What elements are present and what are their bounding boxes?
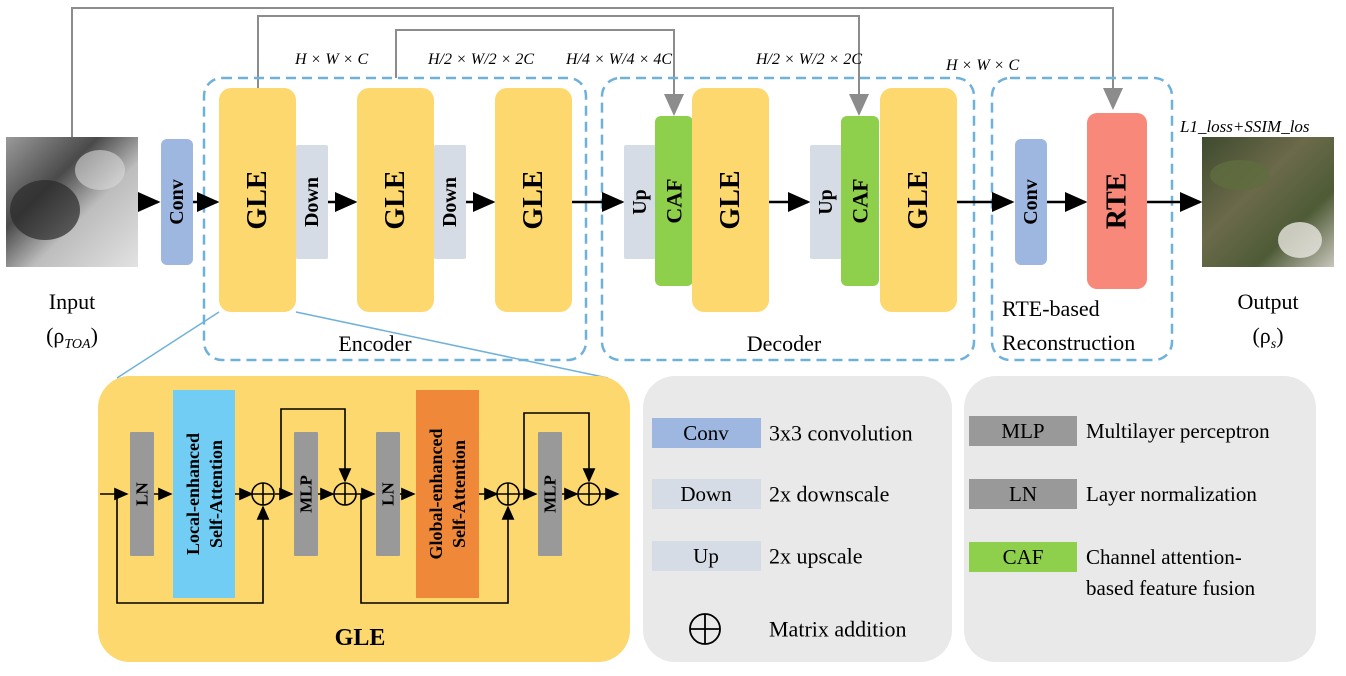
down-block-2-label: Down bbox=[439, 177, 461, 227]
matrix-addition-icon bbox=[689, 613, 721, 645]
local-attention-line2: Self-Attention bbox=[206, 440, 226, 548]
legend1-key-1: Down bbox=[680, 482, 732, 506]
output-symbol: (ρs) bbox=[1252, 323, 1283, 352]
legend1-desc-1: 2x downscale bbox=[769, 482, 889, 507]
legend2-item-0: MLP Multilayer perceptron bbox=[969, 416, 1270, 446]
conv-block-1-label: Conv bbox=[166, 179, 188, 225]
legend2-desc2-2: based feature fusion bbox=[1086, 576, 1256, 600]
gle-detail-title: GLE bbox=[335, 625, 386, 651]
legend2-desc-0: Multilayer perceptron bbox=[1086, 419, 1270, 443]
legend1-item-1: Down 2x downscale bbox=[652, 479, 889, 509]
up-block-1-label: Up bbox=[629, 189, 651, 215]
decoder-group bbox=[600, 76, 976, 362]
rte-group-label-1: RTE-based bbox=[1002, 296, 1100, 321]
output-label: Output bbox=[1237, 289, 1298, 314]
dimension-labels: H × W × C H/2 × W/2 × 2C H/4 × W/4 × 4C … bbox=[294, 51, 1019, 74]
legend1-key-2: Up bbox=[693, 544, 719, 568]
caf-block-1-label: CAF bbox=[662, 178, 687, 223]
down-block-1-label: Down bbox=[301, 177, 323, 227]
down-block-2: Down bbox=[434, 145, 466, 259]
skip-connections bbox=[71, 7, 1123, 137]
legend2-item-2: CAF Channel attention-based feature fusio… bbox=[969, 542, 1256, 600]
up-block-1: Up bbox=[624, 145, 656, 259]
zoom-line-left bbox=[116, 311, 220, 379]
gle-block-enc-2: GLE bbox=[357, 88, 434, 312]
conv-block-2-label: Conv bbox=[1020, 179, 1042, 225]
legend1-item-0: Conv 3x3 convolution bbox=[652, 418, 913, 448]
ln-block-1-label: LN bbox=[133, 481, 152, 505]
legend-panel-2 bbox=[964, 376, 1316, 662]
legend2-desc-2: Channel attention- bbox=[1086, 545, 1242, 569]
zoom-line-right bbox=[295, 311, 609, 379]
gle-block-enc-3: GLE bbox=[495, 88, 572, 312]
legend2-key-0: MLP bbox=[1001, 419, 1044, 443]
up-block-2: Up bbox=[810, 145, 842, 259]
dim-label-2: H/2 × W/2 × 2C bbox=[427, 51, 534, 68]
legend1-desc-0: 3x3 convolution bbox=[769, 421, 913, 446]
local-attention-line1: Local-enhanced bbox=[183, 433, 203, 555]
plus-node-1 bbox=[251, 482, 275, 506]
ln-block-2-label: LN bbox=[379, 481, 398, 505]
input-symbol: (ρTOA) bbox=[46, 323, 98, 352]
input-label: Input bbox=[49, 289, 95, 314]
dim-label-3: H/4 × W/4 × 4C bbox=[565, 51, 672, 68]
plus-node-3 bbox=[496, 482, 520, 506]
gle-block-dec-1: GLE bbox=[692, 88, 769, 312]
legend2-key-2: CAF bbox=[1003, 545, 1044, 569]
caf-block-2: CAF bbox=[841, 116, 879, 286]
decoder-label: Decoder bbox=[747, 331, 822, 356]
ln-block-2: LN bbox=[376, 432, 400, 556]
mlp-block-2: MLP bbox=[538, 432, 562, 556]
global-attention-line2: Self-Attention bbox=[449, 440, 469, 548]
conv-block-2: Conv bbox=[1015, 139, 1047, 265]
gle-block-dec-1-label: GLE bbox=[715, 170, 746, 229]
gle-block-enc-2-label: GLE bbox=[380, 170, 411, 229]
gle-block-enc-1: GLE bbox=[219, 88, 296, 312]
legend1-desc-3: Matrix addition bbox=[769, 617, 906, 642]
plus-nodes bbox=[251, 482, 601, 506]
legend1-item-2: Up 2x upscale bbox=[652, 541, 862, 571]
gle-block-enc-1-label: GLE bbox=[242, 170, 273, 229]
up-block-2-label: Up bbox=[815, 189, 837, 215]
mlp-block-1: MLP bbox=[294, 432, 318, 556]
plus-node-2 bbox=[333, 482, 357, 506]
legend2-key-1: LN bbox=[1009, 482, 1037, 506]
legend1-item-3: Matrix addition bbox=[689, 613, 906, 645]
rte-group-label-2: Reconstruction bbox=[1002, 330, 1135, 355]
gle-block-enc-3-label: GLE bbox=[518, 170, 549, 229]
dim-label-1: H × W × C bbox=[294, 51, 368, 68]
down-block-1: Down bbox=[296, 145, 328, 259]
loss-label: L1_loss+SSIM_los bbox=[1179, 117, 1310, 136]
mlp-block-1-label: MLP bbox=[297, 475, 316, 513]
dim-label-4: H/2 × W/2 × 2C bbox=[755, 51, 862, 68]
legend1-key-0: Conv bbox=[683, 421, 729, 445]
rte-block: RTE bbox=[1087, 113, 1147, 289]
gle-block-dec-2-label: GLE bbox=[903, 170, 934, 229]
rte-group bbox=[990, 76, 1174, 362]
encoder-group bbox=[202, 76, 588, 362]
plus-node-4 bbox=[577, 482, 601, 506]
caf-block-1: CAF bbox=[655, 116, 693, 286]
dim-label-5: H × W × C bbox=[945, 57, 1019, 74]
legend2-item-1: LN Layer normalization bbox=[969, 479, 1257, 509]
encoder-label: Encoder bbox=[338, 331, 412, 356]
conv-block-1: Conv bbox=[161, 139, 193, 265]
gle-detail-flow bbox=[100, 408, 620, 604]
global-attention-line1: Global-enhanced bbox=[426, 428, 446, 559]
gle-block-dec-2: GLE bbox=[880, 88, 957, 312]
ln-block-1: LN bbox=[130, 432, 154, 556]
legend2-desc-1: Layer normalization bbox=[1086, 482, 1257, 506]
mlp-block-2-label: MLP bbox=[541, 475, 560, 513]
rte-block-label: RTE bbox=[1102, 173, 1133, 230]
legend1-desc-2: 2x upscale bbox=[769, 544, 862, 569]
caf-block-2-label: CAF bbox=[848, 178, 873, 223]
